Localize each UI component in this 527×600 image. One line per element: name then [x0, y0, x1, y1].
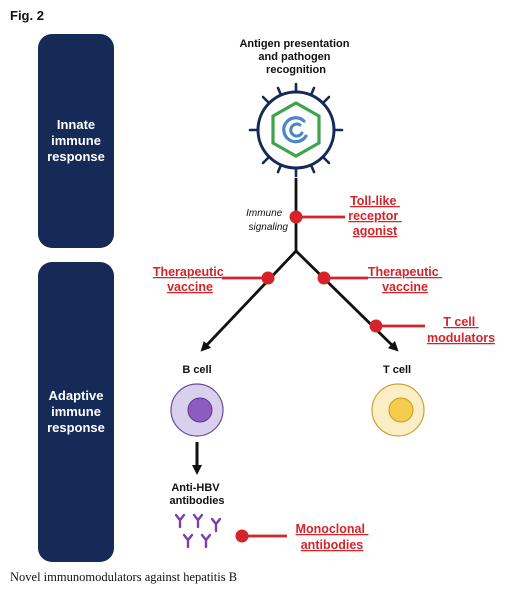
adaptive-band-label: Adaptive immune response [47, 388, 105, 435]
innate-band-label: Innate immune response [47, 117, 105, 164]
tlr-line-3: agonist [353, 224, 398, 238]
b-cell-branch-arrow [200, 250, 298, 352]
vaccine-right-line-2: vaccine [382, 280, 428, 294]
antibody-icon [174, 513, 222, 549]
antigen-title-line-3: recognition [266, 64, 326, 76]
vaccine-right-inhibitor-icon [317, 271, 368, 285]
tlr-agonist-label[interactable]: Toll-like receptor agonist [348, 194, 402, 238]
monoclonal-inhibitor-icon [235, 529, 287, 543]
tlr-line-2: receptor [348, 209, 398, 223]
vaccine-right-line-1: Therapeutic [368, 265, 439, 279]
antibodies-line-1: Anti-HBV [171, 482, 220, 494]
vaccine-right-label[interactable]: Therapeutic vaccine [368, 265, 442, 294]
t-cell-icon [371, 383, 425, 437]
innate-band: Innate immune response [38, 34, 114, 248]
antibodies-label: Anti-HBV antibodies [169, 482, 224, 507]
virus-icon [248, 82, 344, 178]
t-modulators-inhibitor-icon [369, 319, 425, 333]
b-cell-label: B cell [182, 364, 211, 376]
t-modulators-line-1: T cell [443, 315, 475, 329]
immune-signaling-label: Immune signaling [246, 208, 288, 233]
t-cell-label: T cell [383, 364, 411, 376]
vaccine-left-line-2: vaccine [167, 280, 213, 294]
immune-signaling-line-2: signaling [249, 222, 289, 233]
tlr-line-1: Toll-like [350, 194, 396, 208]
vaccine-left-label[interactable]: Therapeutic vaccine [153, 265, 227, 294]
t-modulators-line-2: modulators [427, 331, 495, 345]
figure-caption: Novel immunomodulators against hepatitis… [10, 570, 238, 584]
antigen-title: Antigen presentation and pathogen recogn… [239, 38, 352, 76]
monoclonal-line-2: antibodies [301, 538, 364, 552]
vaccine-left-line-1: Therapeutic [153, 265, 224, 279]
vaccine-left-inhibitor-icon [222, 271, 275, 285]
monoclonal-label[interactable]: Monoclonal antibodies [296, 522, 369, 552]
antibodies-line-2: antibodies [169, 495, 224, 507]
b-cell-icon [170, 383, 224, 437]
adaptive-band: Adaptive immune response [38, 262, 114, 562]
t-modulators-label[interactable]: T cell modulators [427, 315, 495, 345]
tlr-agonist-inhibitor-icon [289, 210, 345, 224]
antigen-title-line-1: Antigen presentation [239, 38, 349, 50]
figure-label: Fig. 2 [10, 8, 44, 23]
antigen-title-line-2: and pathogen [258, 51, 330, 63]
monoclonal-line-1: Monoclonal [296, 522, 365, 536]
immune-signaling-line-1: Immune [246, 208, 283, 219]
